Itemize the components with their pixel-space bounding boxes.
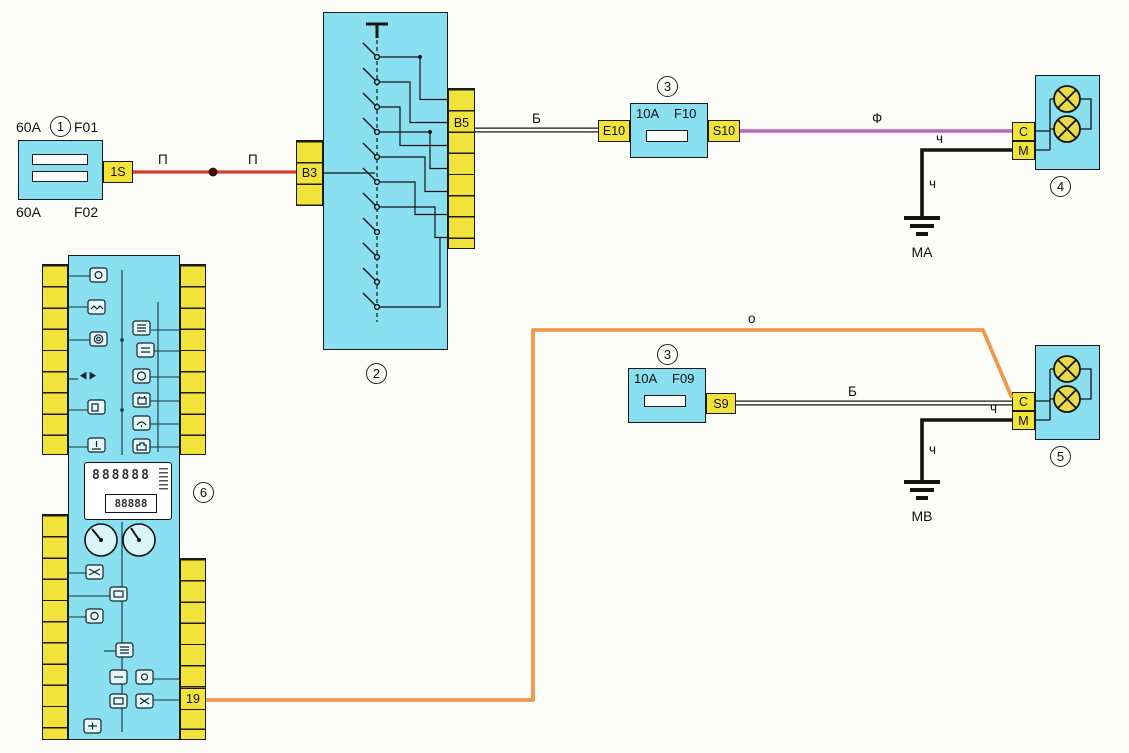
component-number-2: 2: [366, 363, 387, 384]
trip-value: 88888: [114, 497, 148, 510]
indicator-icon-4: [135, 693, 154, 709]
lamp5-pin-c-label: C: [1018, 394, 1029, 409]
fuse-element-f01: [32, 154, 88, 165]
odometer-display: 888888 88888: [84, 462, 172, 520]
component-number-6: 6: [193, 482, 214, 503]
handbrake-icon: [132, 368, 151, 384]
ground-symbol-ma: [904, 216, 940, 236]
pin-e10-label: E10: [602, 124, 626, 138]
lamp4-pin-m-label: M: [1018, 143, 1029, 158]
pin-s9-label: S9: [713, 396, 729, 411]
component-number-1: 1: [50, 116, 71, 137]
lamp4-pin-c-label: C: [1018, 124, 1029, 139]
fuse-f10-rating-label: 10A: [636, 106, 660, 121]
fusebox-battery: [18, 140, 103, 200]
fuse2-name-label: F02: [74, 204, 99, 220]
light-switch-unit: [323, 12, 448, 350]
washer-fluid-icon: [87, 299, 106, 315]
coolant-temp-icon: [87, 437, 106, 453]
low-beam-icon: [136, 342, 155, 358]
fog-lamp-icon: [85, 564, 104, 580]
fuse-f09-rating-label: 10A: [634, 371, 658, 386]
oil-pressure-icon: [132, 415, 151, 431]
lamp4-bulbs: [1035, 85, 1092, 151]
component-number-3a: 3: [657, 76, 678, 97]
cluster-pin-19: 19: [180, 688, 206, 710]
seatbelt-warning-icon: [89, 267, 108, 283]
cluster-gauges: [84, 523, 156, 557]
ground-mb-label: MB: [911, 508, 933, 524]
wire-label-pink-1: П: [158, 152, 168, 167]
connector-pin-s9: S9: [706, 393, 736, 414]
turn-signal-icon: [80, 371, 96, 380]
display-segment-icon: [115, 642, 134, 658]
lamp4-pin-c: C: [1012, 122, 1035, 141]
pin-s10-label: S10: [712, 124, 736, 138]
fuse-element-f10: [646, 130, 688, 142]
wire-label-pink-2: П: [248, 152, 258, 167]
battery-charge-icon: [132, 392, 151, 408]
fuse2-rating-label: 60A: [16, 204, 41, 220]
wire-label-white-top: Б: [532, 111, 541, 126]
fuse1-name-label: F01: [74, 119, 99, 135]
orange-wire: [206, 328, 1014, 702]
door-ajar-icon: [109, 586, 128, 602]
abs-icon: [85, 608, 104, 624]
lamp5-pin-c: C: [1012, 392, 1035, 411]
fusebox-f10: [630, 103, 708, 158]
wire-label-violet: Ф: [872, 111, 883, 126]
high-beam-icon: [132, 320, 151, 336]
brake-warning-icon: [89, 331, 108, 347]
cluster-connector-right-top: [180, 264, 206, 455]
component-number-4: 4: [1050, 176, 1071, 197]
component-number-3b: 3: [657, 344, 678, 365]
fuse-f10-name-label: F10: [674, 106, 697, 121]
fuse1-rating-label: 60A: [16, 119, 41, 135]
cluster-internals: [68, 270, 180, 732]
indicator-icon-2: [135, 669, 154, 685]
connector-pin-s10: S10: [708, 120, 740, 142]
lamp4-pin-m: M: [1012, 141, 1035, 160]
lamp5-pin-m: M: [1012, 411, 1035, 430]
wire-label-black-4: ч: [929, 442, 937, 457]
ground-ma-label: MA: [911, 244, 933, 260]
fuse-f09-name-label: F09: [672, 371, 695, 386]
pin-b5-label: B5: [453, 115, 470, 130]
pin-1s-label: 1S: [110, 165, 126, 179]
cluster-connector-left-bottom: [42, 514, 68, 740]
connector-pin-1s: 1S: [103, 161, 133, 183]
trip-display: 88888: [105, 494, 157, 513]
wire-label-orange: о: [748, 311, 756, 326]
indicator-icon-1: [109, 669, 128, 685]
black-wire-mb: [920, 418, 1012, 482]
wire-label-black-3: ч: [990, 401, 998, 416]
fusebox-f09: [628, 368, 706, 423]
indicator-icon-3: [109, 693, 128, 709]
lamp5-bulbs: [1035, 355, 1092, 421]
fuse-element-f09: [644, 395, 686, 407]
indicator-icon-5: [83, 718, 102, 734]
switch-connector-left: [296, 140, 323, 206]
wire-label-black-1: ч: [936, 131, 944, 146]
ground-symbol-mb: [904, 480, 940, 500]
wire-junction-dot: [208, 167, 218, 177]
fuse-element-f02: [32, 171, 88, 182]
lamp5-pin-m-label: M: [1018, 413, 1029, 428]
cluster-pin-19-label: 19: [186, 692, 200, 706]
fuel-level-icon: [87, 399, 106, 415]
wire-label-black-2: ч: [929, 176, 937, 191]
wire-label-white-bottom: Б: [848, 384, 857, 399]
lcd-segment-stripes-icon: [159, 468, 168, 491]
cluster-connector-left-top: [42, 264, 68, 455]
switch-mechanism: [323, 22, 448, 322]
pin-b3-label: B3: [301, 166, 318, 180]
check-engine-icon: [132, 438, 151, 454]
odometer-value: 888888: [92, 468, 151, 483]
component-number-5: 5: [1050, 446, 1071, 467]
connector-pin-e10: E10: [598, 120, 630, 142]
switch-connector-right: [448, 88, 475, 249]
black-wire-ma: [920, 148, 1012, 218]
